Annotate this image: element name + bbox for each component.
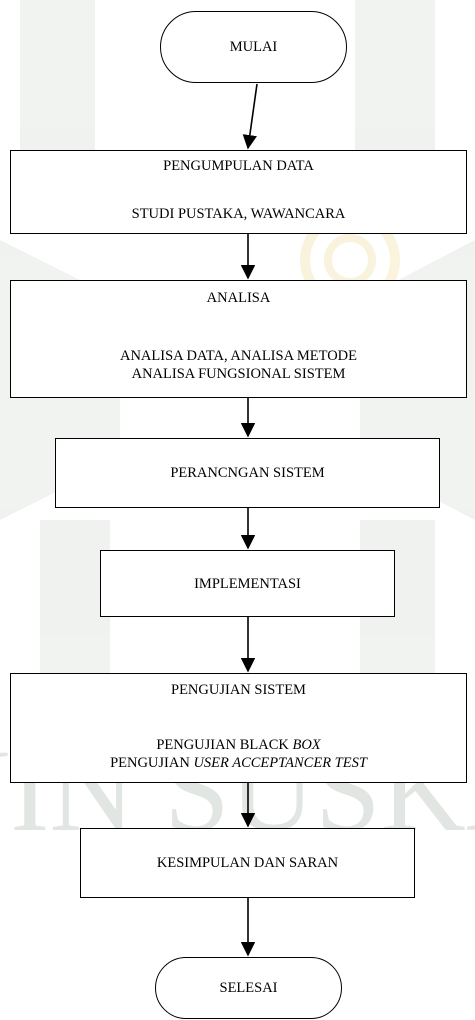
step-title: KESIMPULAN DAN SARAN: [156, 855, 339, 871]
arrow-start-to-step1: [242, 83, 258, 150]
step-detail: STUDI PUSTAKA, WAWANCARA: [131, 206, 346, 222]
step-analisa: ANALISA ANALISA DATA, ANALISA METODE ANA…: [10, 280, 467, 398]
step-title: PERANCNGAN SISTEM: [170, 465, 325, 481]
step-detail-blackbox: PENGUJIAN BLACK BOX: [110, 736, 367, 754]
start-label: MULAI: [229, 39, 278, 55]
detail-text-italic: BOX: [292, 737, 321, 753]
step-pengumpulan-data: PENGUMPULAN DATA STUDI PUSTAKA, WAWANCAR…: [10, 150, 467, 234]
step-details: PENGUJIAN BLACK BOX PENGUJIAN USER ACCEP…: [110, 736, 367, 772]
step-title: ANALISA: [206, 290, 271, 306]
step-detail-uat: PENGUJIAN USER ACCEPTANCER TEST: [110, 754, 367, 772]
step-detail: ANALISA FUNGSIONAL SISTEM: [131, 366, 346, 382]
start-terminal: MULAI: [160, 11, 347, 83]
end-terminal: SELESAI: [155, 957, 342, 1019]
step-title: IMPLEMENTASI: [194, 575, 301, 592]
step-perancangan-sistem: PERANCNGAN SISTEM: [55, 438, 440, 508]
step-title: PENGUMPULAN DATA: [163, 158, 314, 174]
detail-text: PENGUJIAN: [110, 755, 194, 771]
step-details: ANALISA DATA, ANALISA METODE ANALISA FUN…: [120, 347, 357, 383]
step-detail: ANALISA DATA, ANALISA METODE: [119, 348, 358, 364]
end-label: SELESAI: [219, 980, 278, 996]
step-implementasi: IMPLEMENTASI: [100, 550, 395, 617]
step-kesimpulan-saran: KESIMPULAN DAN SARAN: [80, 828, 415, 898]
detail-text-italic: USER ACCEPTANCER TEST: [193, 755, 367, 771]
detail-text: PENGUJIAN BLACK: [156, 737, 293, 753]
step-pengujian-sistem: PENGUJIAN SISTEM PENGUJIAN BLACK BOX PEN…: [10, 673, 467, 783]
step-title: PENGUJIAN SISTEM: [171, 682, 306, 698]
